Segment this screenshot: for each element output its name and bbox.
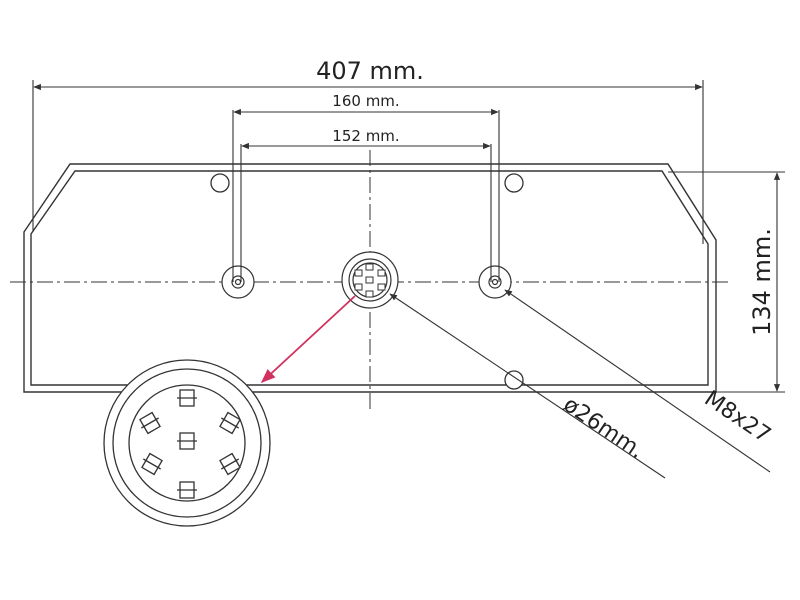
detail-pin-upper-right xyxy=(219,411,241,435)
bolt-left-core xyxy=(234,278,242,286)
connector-socket xyxy=(341,251,399,309)
lamp-body xyxy=(23,163,717,393)
lamp-holes xyxy=(210,173,524,390)
mount-inner-label: 152 mm. xyxy=(332,127,399,145)
dimension-mount-outer xyxy=(232,108,500,282)
overall-width-label: 407 mm. xyxy=(316,57,424,85)
leader-bolt xyxy=(504,289,771,473)
socket-pin xyxy=(365,276,374,284)
socket-pin xyxy=(377,269,386,277)
leader-line-bolt xyxy=(504,289,771,473)
socket-pins xyxy=(354,263,386,298)
detail-pin-upper-left xyxy=(139,411,161,435)
socket-pin xyxy=(365,290,374,298)
leader-socket-diameter xyxy=(389,293,666,479)
dimension-mount-inner xyxy=(240,142,492,282)
socket-pin xyxy=(354,283,363,291)
detail-pin-top xyxy=(177,389,197,407)
connector-detail-view xyxy=(103,359,271,527)
detail-pin-bottom xyxy=(177,481,197,499)
dimension-overall-width xyxy=(32,80,704,244)
socket-pin xyxy=(377,283,386,291)
hole-top-right xyxy=(504,173,524,193)
leader-line-diameter xyxy=(389,293,666,479)
lamp-outline-outer xyxy=(23,163,717,393)
detail-pin-lower-right xyxy=(219,452,241,476)
socket-diameter-label: ø26mm. xyxy=(559,392,649,464)
dimension-height xyxy=(668,171,785,393)
height-label: 134 mm. xyxy=(748,228,776,336)
lamp-outline-inner xyxy=(30,170,709,386)
hole-top-left xyxy=(210,173,230,193)
detail-pin-lower-left xyxy=(141,452,163,476)
mounting-bolts xyxy=(221,265,512,299)
mount-outer-label: 160 mm. xyxy=(332,92,399,110)
bolt-label: M8x27 xyxy=(700,386,775,448)
bolt-right-core xyxy=(491,278,499,286)
detail-pin-center xyxy=(177,432,197,450)
socket-pin xyxy=(365,263,374,271)
detail-pointer-arrow xyxy=(260,295,356,383)
hole-bottom-right xyxy=(504,370,524,390)
socket-pin xyxy=(354,269,363,277)
